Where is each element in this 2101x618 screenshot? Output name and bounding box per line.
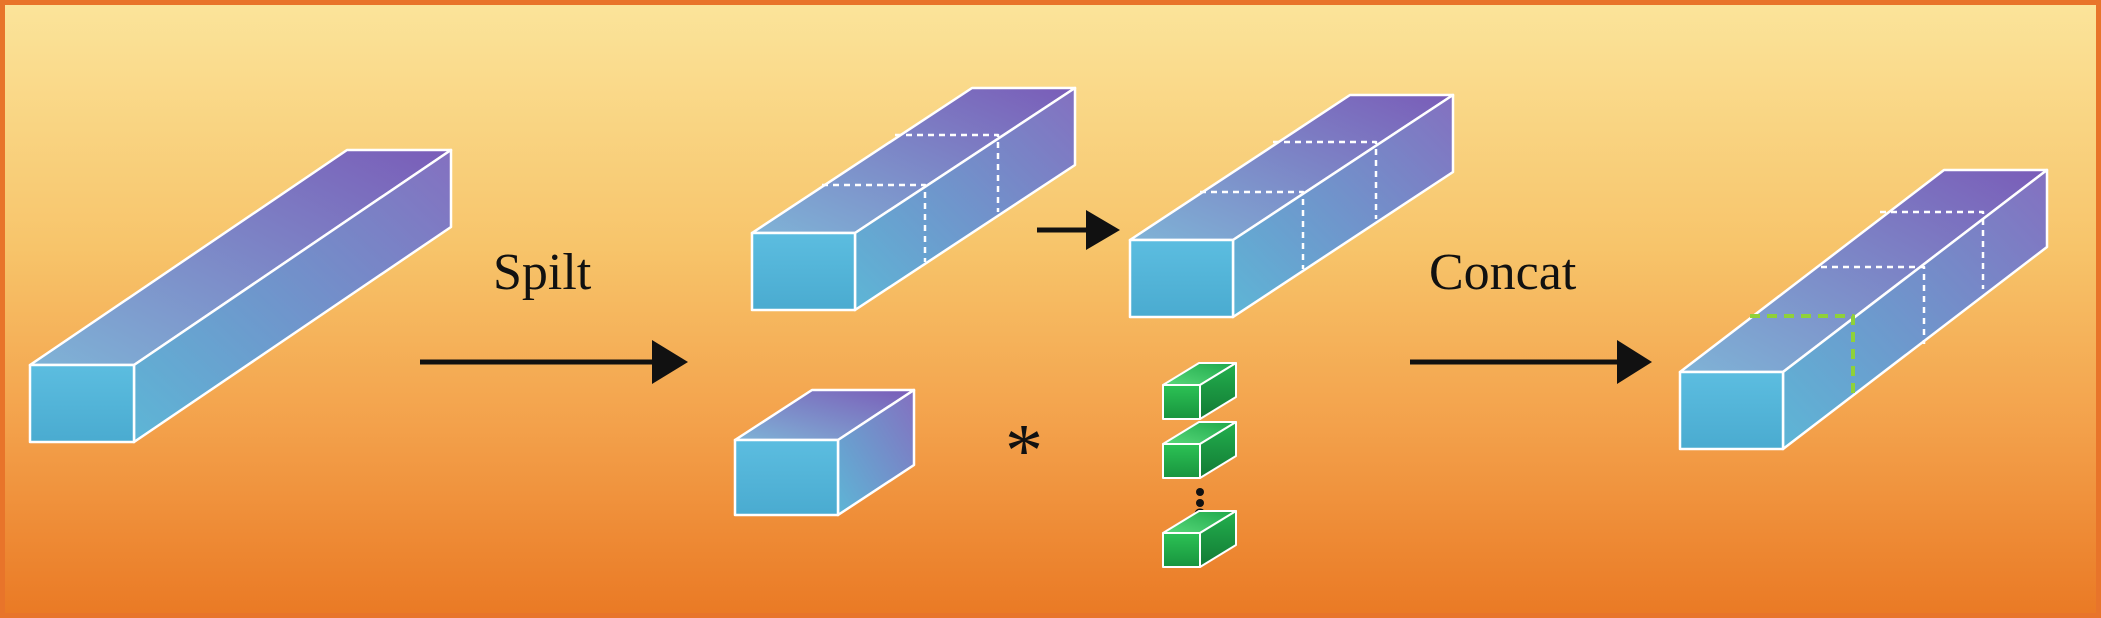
concat-output-prism xyxy=(1678,168,2049,451)
convolution-symbol: * xyxy=(1005,409,1043,493)
split-arrow xyxy=(420,340,688,384)
split-part-prism xyxy=(750,86,1077,312)
input-feature-prism xyxy=(28,148,453,444)
diagram-svg xyxy=(28,86,2049,568)
small-block-prism xyxy=(733,388,916,517)
kernel-cube-1 xyxy=(1162,362,1237,420)
concat-arrow xyxy=(1410,340,1652,384)
output-part-prism xyxy=(1128,93,1455,319)
concat-label: Concat xyxy=(1429,244,1577,301)
kernel-cube-2 xyxy=(1162,421,1237,479)
split-label: Spilt xyxy=(493,244,592,301)
identity-arrow xyxy=(1037,210,1120,250)
kernel-cube-3 xyxy=(1162,510,1237,568)
